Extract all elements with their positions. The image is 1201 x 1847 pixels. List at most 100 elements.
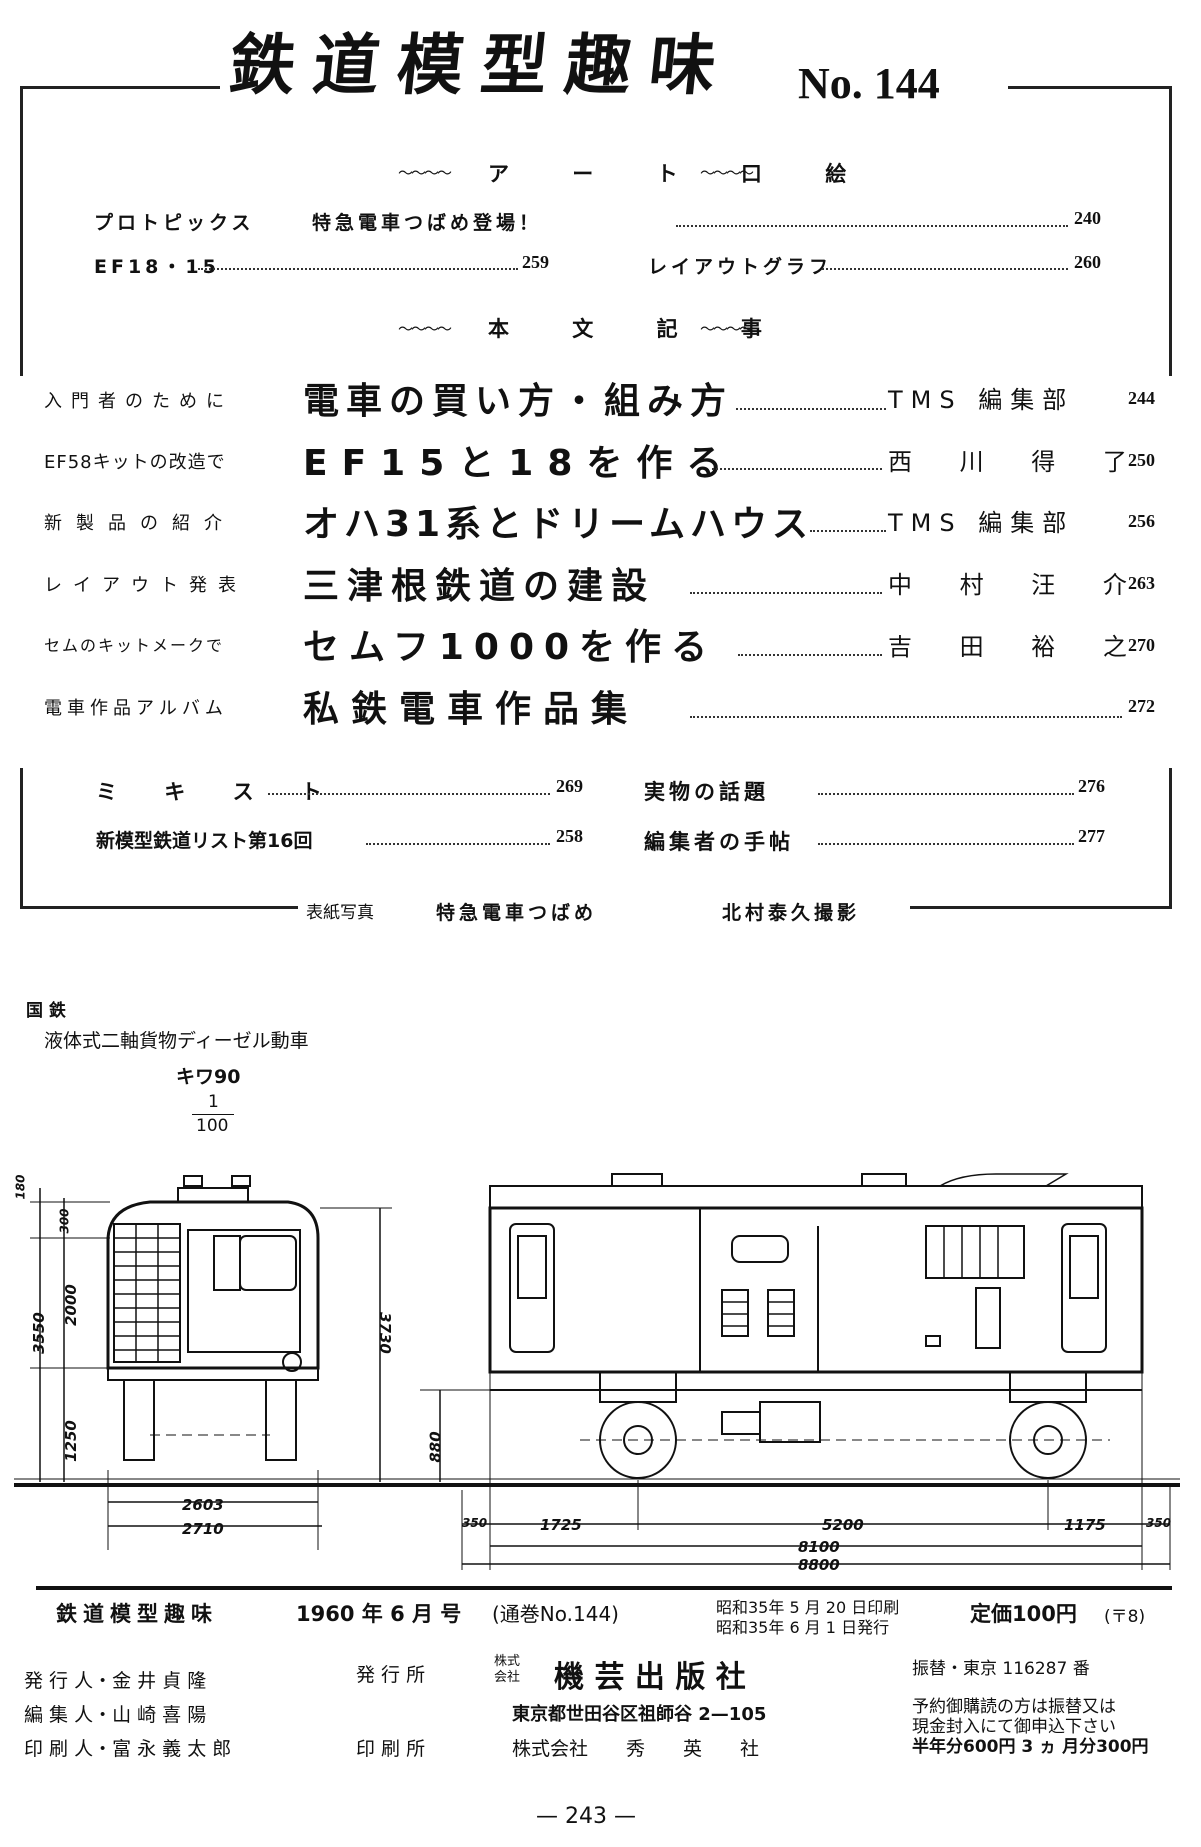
article-title: セムフ1000を作る xyxy=(303,627,718,668)
article-title: EF15と18を作る xyxy=(303,443,737,484)
page-ref: 263 xyxy=(1128,573,1155,593)
misc-title: 新模型鉄道リスト第16回 xyxy=(96,830,313,852)
cover-caption-credit: 北村泰久撮影 xyxy=(722,902,861,924)
article-author: TMS 編集部 xyxy=(888,386,1075,414)
frame-left-bottom xyxy=(20,768,23,908)
drawing-model: キワ90 xyxy=(176,1066,241,1088)
dim-3550: 3550 xyxy=(29,1312,48,1354)
art-wave-right: 〜〜〜〜 xyxy=(700,164,754,182)
print-office-label: 印 刷 所 xyxy=(356,1738,426,1760)
article-author: 西 川 得 了 xyxy=(888,448,1147,476)
art-item-label: プロトピックス xyxy=(94,212,255,234)
colophon-printed: 昭和35年 5 月 20 日印刷 xyxy=(716,1598,900,1617)
page-ref: 260 xyxy=(1074,252,1101,272)
page-ref: 276 xyxy=(1078,776,1105,796)
dim-180: 180 xyxy=(13,1174,28,1200)
art-item-label: レイアウトグラフ xyxy=(648,256,833,278)
dim-1725: 1725 xyxy=(540,1516,582,1534)
main-wave-right: 〜〜〜〜 xyxy=(700,320,754,338)
article-category: 入門者のために xyxy=(44,391,233,412)
leader-dots xyxy=(690,716,1122,718)
dim-1175: 1175 xyxy=(1064,1516,1106,1534)
page-ref: 272 xyxy=(1128,696,1155,716)
leader-dots xyxy=(268,793,550,795)
frame-top-right xyxy=(1008,86,1172,89)
drawing-scale-bar xyxy=(192,1114,234,1115)
page-ref: 244 xyxy=(1128,388,1155,408)
subscribe-line-3: 半年分600円 3 ヵ 月分300円 xyxy=(912,1737,1149,1757)
colophon-magazine: 鉄道模型趣味 xyxy=(56,1602,218,1626)
page-ref: 250 xyxy=(1128,450,1155,470)
publisher-person: 発 行 人・金 井 貞 隆 xyxy=(24,1670,207,1692)
dim-880: 880 xyxy=(426,1431,445,1463)
article-category: EF58キットの改造で xyxy=(44,452,226,473)
leader-dots xyxy=(738,654,882,656)
article-author: TMS 編集部 xyxy=(888,509,1075,537)
dim-3730: 3730 xyxy=(375,1312,394,1354)
art-section-header: ア ー ト 口 絵 xyxy=(488,162,875,186)
article-title: 電車の買い方・組み方 xyxy=(303,381,734,422)
art-item-title: 特急電車つばめ登場！ xyxy=(312,212,543,234)
article-title: 三津根鉄道の建設 xyxy=(303,566,656,607)
frame-left-top xyxy=(20,86,23,376)
leader-dots xyxy=(198,268,518,270)
colophon-volume: (通巻No.144) xyxy=(492,1602,619,1626)
article-title: 私鉄電車作品集 xyxy=(303,689,640,730)
leader-dots xyxy=(712,468,882,470)
cover-caption-subject: 特急電車つばめ xyxy=(436,902,598,924)
office-label: 発 行 所 xyxy=(356,1664,426,1686)
frame-top-left xyxy=(20,86,220,89)
leader-dots xyxy=(366,843,550,845)
colophon-price: 定価100円 xyxy=(970,1602,1077,1626)
leader-dots xyxy=(690,592,882,594)
leader-dots xyxy=(736,408,886,410)
main-section-header: 本 文 記 事 xyxy=(488,317,790,341)
article-category: 電車作品アルバム xyxy=(44,698,228,719)
misc-title: ミ キ ス ト xyxy=(96,780,342,804)
misc-title: 編集者の手帖 xyxy=(644,830,794,854)
drawing-type: 液体式二軸貨物ディーゼル動車 xyxy=(44,1030,309,1052)
print-company: 株式会社 秀 英 社 xyxy=(512,1738,760,1760)
dim-350-left: 350 xyxy=(462,1516,488,1530)
dim-1250: 1250 xyxy=(61,1420,80,1462)
leader-dots xyxy=(818,843,1074,845)
dim-300: 300 xyxy=(57,1208,72,1234)
leader-dots xyxy=(676,225,1068,227)
colophon-date: 1960 年 6 月 号 xyxy=(296,1602,462,1626)
art-wave-left: 〜〜〜〜 xyxy=(398,164,452,182)
railcar-drawing xyxy=(14,1173,1180,1570)
colophon-rule xyxy=(36,1586,1172,1590)
page-ref: 277 xyxy=(1078,826,1105,846)
page-ref: 269 xyxy=(556,776,583,796)
cover-caption-label: 表紙写真 xyxy=(306,903,374,923)
drawing-owner: 国 鉄 xyxy=(26,1001,66,1021)
colophon-published: 昭和35年 6 月 1 日発行 xyxy=(716,1618,890,1637)
issue-number: No. 144 xyxy=(798,59,940,108)
dim-2710: 2710 xyxy=(182,1520,224,1538)
page-number: — 243 — xyxy=(536,1804,636,1829)
misc-title: 実物の話題 xyxy=(644,780,769,804)
drawing-scale-den: 100 xyxy=(196,1116,229,1136)
article-category: セムのキットメークで xyxy=(44,636,225,655)
page-ref: 270 xyxy=(1128,635,1155,655)
transfer-account: 振替・東京 116287 番 xyxy=(912,1659,1090,1679)
leader-dots xyxy=(822,268,1068,270)
frame-right-top xyxy=(1169,86,1172,376)
page-ref: 256 xyxy=(1128,511,1155,531)
art-item-label: EF18・15 xyxy=(94,256,220,278)
subscribe-line-1: 予約御購読の方は振替又は xyxy=(912,1697,1116,1717)
dim-8100: 8100 xyxy=(798,1538,840,1556)
article-category: 新製品の紹介 xyxy=(44,513,236,534)
leader-dots xyxy=(810,530,886,532)
dim-8800: 8800 xyxy=(798,1556,840,1574)
page-ref: 258 xyxy=(556,826,583,846)
article-title: オハ31系とドリームハウス xyxy=(303,504,814,545)
corp-prefix-bottom: 会社 xyxy=(494,1670,521,1685)
subscribe-line-2: 現金封入にて御申込下さい xyxy=(912,1717,1116,1737)
dim-5200: 5200 xyxy=(822,1516,864,1534)
magazine-title: 鉄道模型趣味 xyxy=(225,27,738,104)
dim-2000: 2000 xyxy=(61,1284,80,1326)
publisher-address: 東京都世田谷区祖師谷 2—105 xyxy=(512,1704,767,1725)
main-wave-left: 〜〜〜〜 xyxy=(398,320,452,338)
article-author: 吉 田 裕 之 xyxy=(888,633,1147,661)
